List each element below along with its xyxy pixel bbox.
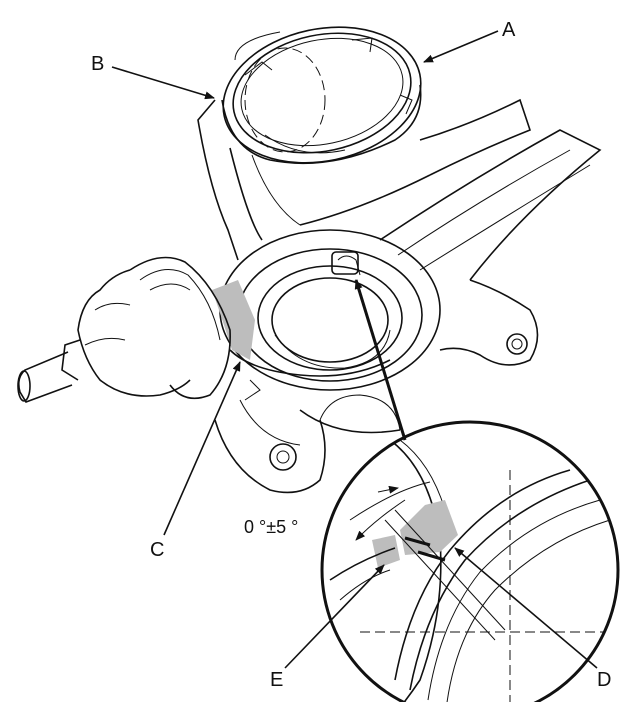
- detail-view: [320, 420, 620, 702]
- steering-knuckle: [197, 98, 602, 494]
- label-b: B: [91, 53, 104, 75]
- label-e: E: [270, 669, 283, 691]
- angle-indicator: [349, 481, 431, 541]
- ball-joint: [17, 256, 231, 403]
- leader-lines: [111, 30, 598, 669]
- ring-a: [221, 26, 422, 165]
- label-d: D: [597, 669, 611, 691]
- label-c: C: [150, 539, 164, 561]
- angle-spec-label: 0 °±5 °: [244, 517, 298, 537]
- label-a: A: [502, 19, 516, 41]
